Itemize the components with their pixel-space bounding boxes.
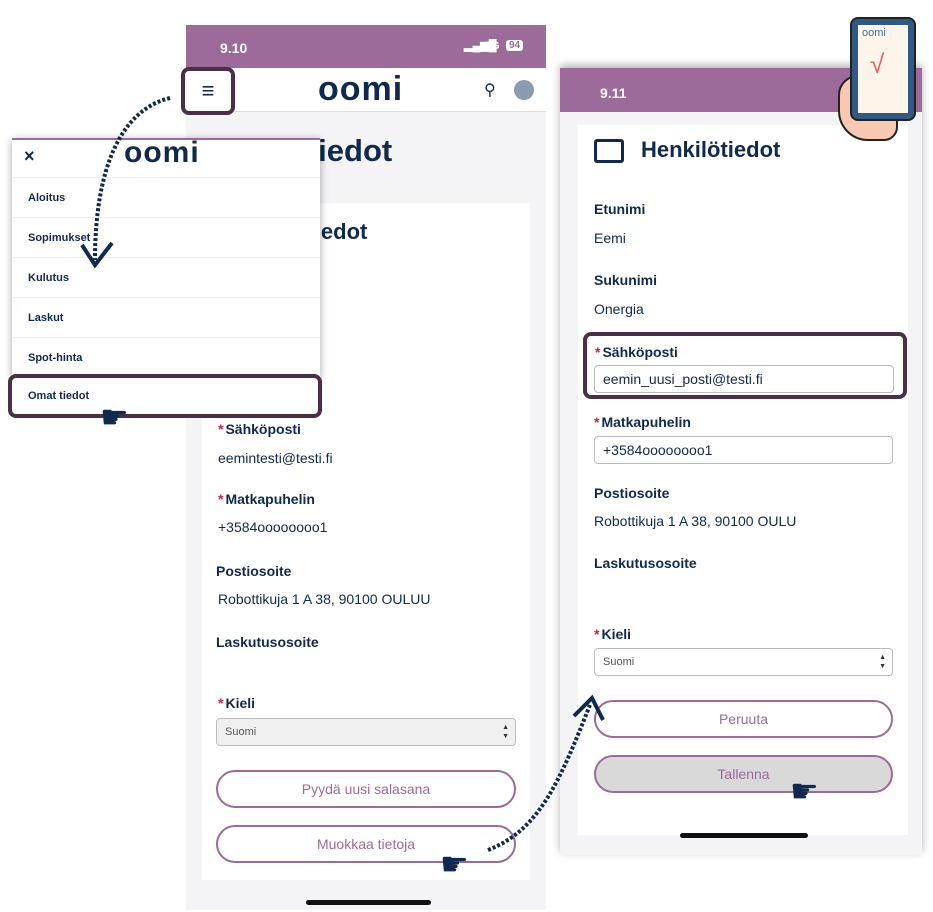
postal-label: Postiosoite bbox=[594, 485, 670, 501]
home-indicator bbox=[680, 833, 808, 838]
postal-value: Robottikuja 1 A 38, 90100 OULU bbox=[594, 513, 797, 529]
status-bar: 9.10 ▂▄▆█ 5G 94 bbox=[186, 25, 546, 68]
email-input[interactable]: eemin_uusi_posti@testi.fi bbox=[594, 365, 894, 393]
status-time: 9.11 bbox=[600, 85, 627, 101]
email-field-highlight: *Sähköposti eemin_uusi_posti@testi.fi bbox=[583, 332, 907, 399]
postal-value: Robottikuja 1 A 38, 90100 OULUU bbox=[218, 591, 431, 607]
menu-item-omat-tiedot[interactable]: Omat tiedot bbox=[8, 374, 322, 418]
phone-screen-2: 9.11 Henkilötiedot Etunimi Eemi Sukunimi… bbox=[560, 68, 922, 855]
menu-item-kulutus[interactable]: Kulutus bbox=[12, 257, 320, 297]
menu-item-sopimukset[interactable]: Sopimukset bbox=[12, 217, 320, 257]
first-name-value: Eemi bbox=[594, 230, 626, 246]
language-label: *Kieli bbox=[218, 695, 256, 711]
billing-label: Laskutusosoite bbox=[594, 555, 697, 571]
app-header: oomi ⚲ bbox=[186, 68, 546, 112]
user-avatar-icon[interactable] bbox=[514, 80, 534, 100]
arrowhead bbox=[572, 694, 605, 721]
menu-item-laskut[interactable]: Laskut bbox=[12, 297, 320, 337]
oomi-logo: oomi bbox=[124, 136, 200, 169]
cancel-button[interactable]: Peruuta bbox=[594, 700, 893, 738]
billing-label: Laskutusosoite bbox=[216, 634, 319, 650]
menu-item-spot-hinta[interactable]: Spot-hinta bbox=[12, 337, 320, 377]
battery-icon: 94 bbox=[506, 40, 524, 51]
hand-pointer-icon: ☛ bbox=[790, 773, 819, 809]
email-label: *Sähköposti bbox=[218, 421, 301, 437]
language-select[interactable]: Suomi ▲▼ bbox=[216, 718, 516, 746]
language-value: Suomi bbox=[603, 656, 635, 668]
phone-label: *Matkapuhelin bbox=[218, 491, 315, 507]
id-card-icon bbox=[594, 139, 624, 163]
search-icon[interactable]: ⚲ bbox=[484, 82, 496, 99]
home-indicator bbox=[306, 900, 431, 905]
postal-label: Postiosoite bbox=[216, 563, 292, 579]
menu-item-label: Omat tiedot bbox=[28, 390, 90, 402]
menu-item-aloitus[interactable]: Aloitus bbox=[12, 177, 320, 217]
chart-squiggle-icon: √ bbox=[870, 49, 885, 79]
language-select[interactable]: Suomi ▲▼ bbox=[594, 648, 893, 676]
phone-in-hand-illustration: oomi √ bbox=[836, 15, 926, 145]
language-value: Suomi bbox=[225, 726, 257, 738]
phone-device: oomi √ bbox=[850, 17, 916, 121]
info-card: Henkilötiedot Etunimi Eemi Sukunimi Oner… bbox=[578, 125, 908, 835]
select-arrows-icon: ▲▼ bbox=[879, 654, 886, 670]
close-icon[interactable]: × bbox=[24, 146, 35, 166]
menu-button[interactable]: ≡ bbox=[181, 67, 235, 115]
phone-value: +3584oooooooo1 bbox=[218, 519, 328, 535]
first-name-label: Etunimi bbox=[594, 201, 646, 217]
last-name-label: Sukunimi bbox=[594, 272, 658, 288]
language-label: *Kieli bbox=[594, 626, 632, 642]
oomi-logo: oomi bbox=[318, 70, 404, 108]
phone-input[interactable]: +3584oooooooo1 bbox=[594, 436, 893, 464]
phone-screen: oomi √ bbox=[858, 25, 908, 113]
arrowhead bbox=[80, 241, 114, 269]
reset-password-button[interactable]: Pyydä uusi salasana bbox=[216, 770, 516, 808]
save-button[interactable]: Tallenna bbox=[594, 755, 893, 793]
hand-pointer-icon: ☛ bbox=[100, 399, 129, 435]
hamburger-icon: ≡ bbox=[201, 78, 215, 103]
hand-pointer-icon: ☛ bbox=[440, 846, 469, 882]
status-time: 9.10 bbox=[220, 40, 248, 56]
network-label: 5G bbox=[485, 40, 500, 52]
last-name-value: Onergia bbox=[594, 301, 644, 317]
illustration-logo: oomi bbox=[862, 27, 886, 39]
edit-info-button[interactable]: Muokkaa tietoja bbox=[216, 825, 516, 863]
email-value: eemintesti@testi.fi bbox=[218, 450, 333, 466]
signal-icon: ▂▄▆█ bbox=[464, 40, 497, 52]
arrow-menu-to-item bbox=[93, 96, 171, 261]
arrow-edit-to-screen2 bbox=[487, 704, 592, 852]
phone-label: *Matkapuhelin bbox=[594, 414, 691, 430]
select-arrows-icon: ▲▼ bbox=[502, 724, 509, 740]
email-label: *Sähköposti bbox=[595, 344, 678, 360]
card-title: Henkilötiedot bbox=[641, 137, 781, 162]
